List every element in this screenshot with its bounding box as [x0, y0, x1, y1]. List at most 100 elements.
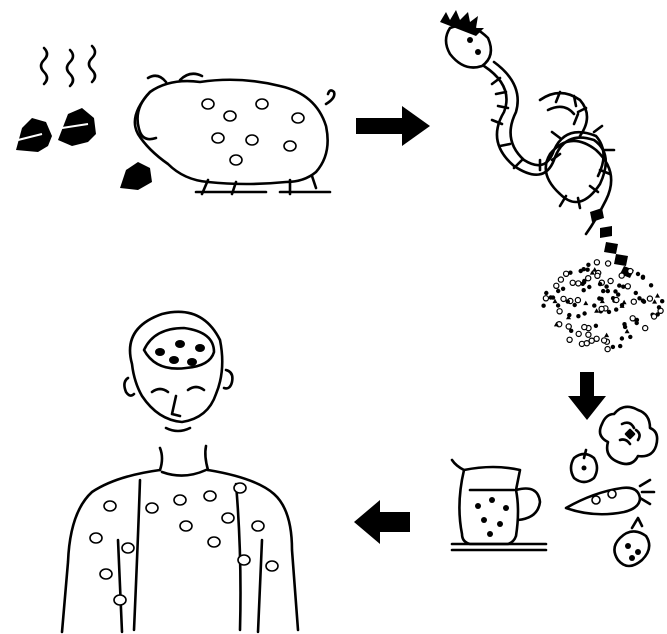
egg: [592, 303, 596, 307]
egg: [586, 276, 591, 281]
egg: [584, 341, 589, 346]
egg: [622, 322, 626, 326]
infected-human-icon: [62, 312, 298, 632]
human-head: [124, 312, 232, 470]
egg: [656, 312, 660, 316]
egg: [592, 267, 597, 272]
egg: [625, 329, 630, 334]
egg: [576, 314, 580, 318]
egg: [606, 289, 610, 293]
broccoli: [600, 407, 657, 464]
egg: [556, 289, 560, 293]
egg: [566, 324, 571, 329]
tapeworm-strobila: [484, 62, 614, 234]
egg: [637, 296, 641, 300]
egg: [599, 297, 603, 301]
egg: [544, 291, 548, 295]
pig: [135, 74, 334, 194]
egg: [566, 299, 570, 303]
brain-cysts: [155, 340, 205, 366]
tapeworm-scolex: [440, 10, 491, 68]
egg: [541, 304, 545, 308]
egg: [620, 303, 624, 307]
egg: [575, 298, 580, 303]
arrow-right-icon: [356, 106, 430, 146]
egg: [628, 269, 633, 274]
egg: [587, 285, 591, 289]
egg: [595, 273, 600, 278]
egg: [594, 260, 599, 265]
odor-lines: [41, 46, 95, 86]
egg: [576, 331, 581, 336]
strawberry: [614, 518, 649, 566]
egg: [599, 306, 604, 311]
tapeworm-proglottids: [590, 208, 634, 278]
carrot: [566, 480, 654, 514]
tapeworm-icon: [440, 10, 634, 278]
water-jug: [452, 460, 546, 550]
egg: [579, 269, 583, 273]
egg: [569, 329, 573, 333]
egg: [586, 263, 590, 267]
feces-piles: [16, 108, 152, 190]
egg: [655, 293, 660, 298]
egg: [582, 311, 586, 315]
egg: [602, 338, 607, 343]
egg: [568, 271, 572, 275]
egg: [556, 303, 560, 307]
egg: [608, 278, 613, 283]
arrow-down-icon: [568, 372, 606, 420]
egg: [630, 316, 635, 321]
egg: [576, 281, 581, 286]
egg: [614, 307, 618, 311]
egg: [604, 284, 608, 288]
egg: [558, 277, 563, 282]
egg: [611, 345, 615, 349]
egg: [634, 291, 638, 295]
egg: [561, 296, 566, 301]
egg: [586, 332, 591, 337]
egg: [617, 283, 621, 287]
egg: [641, 276, 645, 280]
egg: [620, 336, 624, 340]
egg: [567, 337, 572, 342]
egg: [598, 282, 602, 286]
pig-feces-icon: [16, 46, 334, 194]
egg: [561, 287, 565, 291]
contaminated-food-icon: [452, 407, 657, 566]
egg: [573, 303, 577, 307]
egg: [582, 325, 587, 330]
egg: [635, 321, 639, 325]
egg: [594, 308, 599, 313]
egg: [636, 272, 640, 276]
egg: [601, 289, 605, 293]
eggs-icon: [541, 260, 664, 352]
egg: [649, 283, 653, 287]
egg: [643, 326, 648, 331]
egg: [551, 295, 555, 299]
egg: [647, 296, 652, 301]
egg: [570, 280, 575, 285]
egg: [631, 299, 636, 304]
egg: [619, 273, 624, 278]
egg: [583, 301, 588, 306]
apple: [571, 450, 597, 482]
egg: [605, 347, 610, 352]
egg: [616, 292, 620, 296]
egg: [660, 299, 664, 303]
egg: [614, 297, 619, 302]
jug-contamination-dots: [475, 497, 509, 537]
egg: [554, 283, 559, 288]
egg: [606, 261, 611, 266]
egg: [582, 288, 586, 292]
egg: [625, 284, 630, 289]
egg: [564, 271, 569, 276]
egg: [543, 296, 548, 301]
arrow-left-icon: [354, 500, 410, 544]
egg: [594, 324, 598, 328]
egg: [618, 344, 622, 348]
pig-cyst-spots: [202, 99, 304, 165]
egg: [604, 333, 609, 338]
egg: [557, 309, 562, 314]
